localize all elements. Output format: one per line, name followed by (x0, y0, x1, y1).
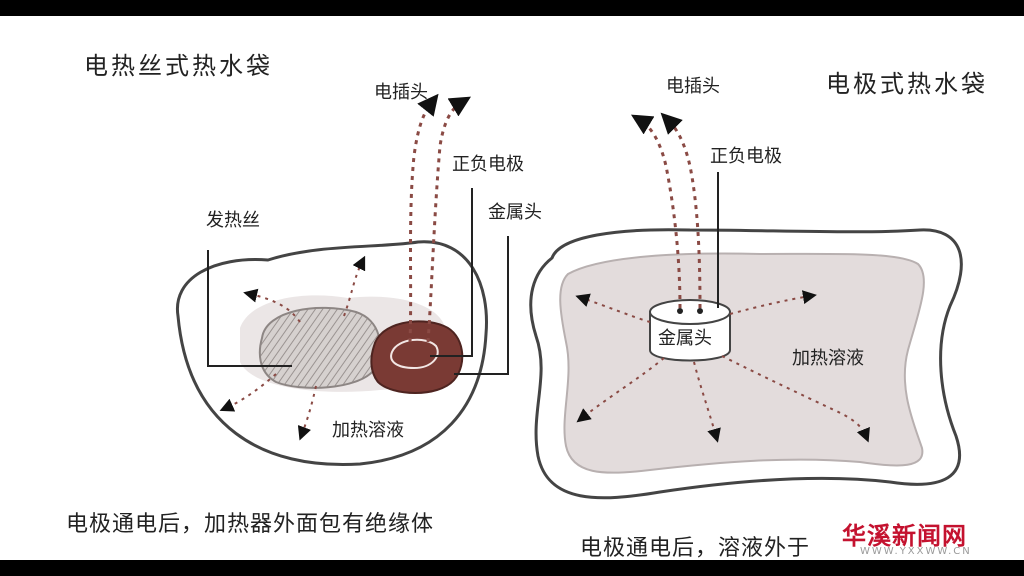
filament-coil (258, 306, 381, 389)
electrode-leader (430, 188, 473, 357)
right-title: 电极式热水袋 (826, 70, 988, 98)
left-metal-head (370, 320, 464, 394)
right-bag (529, 112, 963, 500)
left-electrode-label: 正负电极 (452, 154, 524, 175)
right-inner-solution (559, 252, 925, 474)
right-plug-wire-a (630, 114, 682, 309)
left-heat-arrow (297, 385, 317, 441)
left-title: 电热丝式热水袋 (84, 52, 273, 80)
left-metal-head-label: 金属头 (488, 202, 542, 223)
right-metal-head-top (649, 299, 731, 325)
filament-leader (207, 250, 292, 367)
right-metal-head-label: 金属头 (658, 328, 712, 349)
left-heat-arrow (243, 288, 301, 323)
site-watermark: 华溪新闻网 WWW.YXXWW.CN (842, 514, 1024, 560)
left-caption: 电极通电后，加热器外面包有绝缘体 (66, 512, 435, 537)
left-solution-label: 加热溶液 (332, 420, 404, 441)
left-plug-label: 电插头 (374, 82, 428, 103)
right-plug-label: 电插头 (666, 76, 720, 97)
right-heat-arrow (729, 290, 817, 315)
right-heat-arrow (576, 357, 665, 423)
right-solution-label: 加热溶液 (792, 348, 864, 369)
left-plug-wire-a (408, 93, 439, 343)
watermark-logo-text: 华溪新闻网 (842, 522, 967, 550)
left-metal-head-inner (390, 338, 439, 370)
right-electrode-label: 正负电极 (710, 146, 782, 167)
electrode-pin (677, 308, 683, 314)
left-bag (175, 93, 509, 467)
right-plug-wire-b (660, 112, 702, 309)
electrode-pin (697, 308, 703, 314)
right-heat-arrow (721, 355, 870, 443)
diagram-canvas: 电热丝式热水袋 电插头 正负电极 金属头 发热丝 加热溶液 电极通电后，加热器外… (0, 16, 1024, 560)
watermark-url: WWW.YXXWW.CN (860, 546, 972, 557)
diagram-drawing (175, 93, 963, 500)
metal-head-leader (454, 236, 509, 375)
right-heat-arrow (575, 293, 651, 323)
right-metal-head (649, 311, 731, 362)
filament-label: 发热丝 (206, 210, 260, 231)
right-caption: 电极通电后，溶液外于 (580, 536, 811, 560)
